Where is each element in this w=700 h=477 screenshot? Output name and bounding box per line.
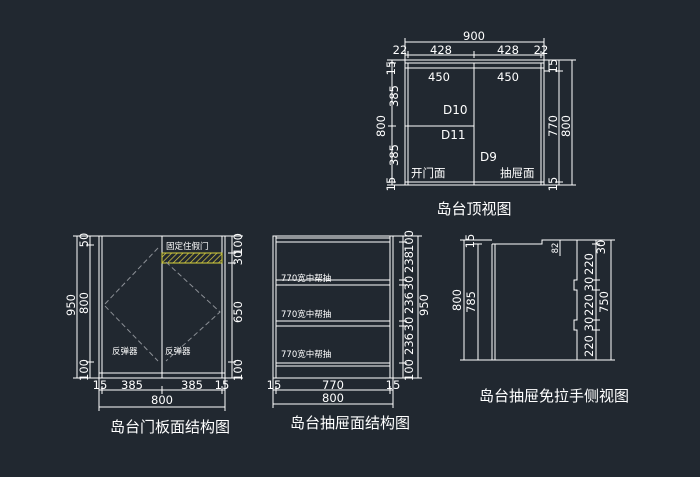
drawer-view-texts: 770宽中帮抽 770宽中帮抽 770宽中帮抽 100 238 30 236 3… (267, 230, 431, 432)
top-right-770: 770 (546, 115, 560, 137)
door-bottom-15-right: 15 (215, 378, 230, 392)
drawer-bottom-770: 770 (322, 378, 344, 392)
top-right-800: 800 (559, 115, 573, 137)
side-notch-82: 82 (551, 243, 561, 254)
top-dim-450-left: 450 (428, 70, 450, 84)
drawer-right-238: 238 (402, 251, 416, 273)
drawer-right-236-a: 236 (402, 292, 416, 314)
side-view (460, 239, 615, 361)
top-view-title: 岛台顶视图 (436, 200, 511, 218)
top-dim-428-right: 428 (497, 43, 519, 57)
door-view-title: 岛台门板面结构图 (110, 418, 230, 436)
door-view-texts: 50 800 950 100 100 30 650 100 固定住假门 反弹器 … (64, 233, 245, 436)
drawer-top-rail (275, 237, 391, 243)
drawer-width-800: 800 (322, 391, 344, 405)
side-left-15: 15 (463, 234, 477, 249)
door-bottom-385-left: 385 (121, 378, 143, 392)
side-right-220-c: 220 (582, 335, 596, 357)
drawer-view (272, 235, 422, 408)
drawer-label-3: 770宽中帮抽 (281, 349, 331, 360)
door-width-800: 800 (151, 393, 173, 407)
top-dim-428-left: 428 (430, 43, 452, 57)
top-width-900: 900 (463, 29, 485, 43)
side-right-30-b: 30 (582, 317, 596, 332)
drawer-bottom-15-right: 15 (386, 378, 401, 392)
label-drawer-side: 抽屉面 (500, 166, 535, 180)
label-door-side: 开门面 (411, 166, 446, 180)
top-dim-450-right: 450 (497, 70, 519, 84)
door-right-100-bottom: 100 (231, 359, 245, 381)
label-rebound-right: 反弹器 (165, 346, 191, 357)
drawer-label-2: 770宽中帮抽 (281, 309, 331, 320)
label-d11: D11 (441, 128, 466, 142)
drawer-label-1: 770宽中帮抽 (281, 273, 331, 284)
door-bottom-15-left: 15 (93, 378, 108, 392)
label-rebound-left: 反弹器 (112, 346, 138, 357)
top-dim-22-left: 22 (393, 43, 408, 57)
top-left-800: 800 (374, 115, 388, 137)
door-right-650: 650 (231, 301, 245, 323)
door-bottom-385-right: 385 (181, 378, 203, 392)
door-left-800: 800 (77, 292, 91, 314)
drawer-right-30-b: 30 (402, 317, 416, 332)
side-left-800: 800 (450, 289, 464, 311)
drawer-height-950: 950 (417, 294, 431, 316)
drawer-view-title: 岛台抽屉面结构图 (290, 414, 410, 432)
side-view-texts: 15 800 785 82 30 220 30 220 30 220 750 岛… (450, 234, 629, 405)
door-left-50: 50 (77, 233, 91, 248)
side-right-30-top: 30 (594, 240, 608, 255)
door-right-100-top: 100 (231, 233, 245, 255)
top-dim-22-right: 22 (534, 43, 549, 57)
drawer-right-30-a: 30 (402, 276, 416, 291)
top-view-texts: 900 22 428 428 22 450 450 15 385 800 385… (374, 29, 573, 218)
label-fixed-false-door: 固定住假门 (166, 241, 209, 252)
false-door-strip (161, 252, 223, 264)
side-left-785: 785 (464, 291, 478, 313)
side-right-220-a: 220 (582, 253, 596, 275)
drawer-right-100-top: 100 (402, 230, 416, 252)
top-right-15-top: 15 (546, 59, 560, 74)
side-profile (491, 239, 578, 361)
door-view (73, 235, 243, 411)
drawer-right-100-bottom: 100 (402, 359, 416, 381)
label-d10: D10 (443, 103, 468, 117)
drawer-right-236-b: 236 (402, 333, 416, 355)
top-left-15-bottom: 15 (384, 177, 398, 192)
label-d9: D9 (480, 150, 497, 164)
door-left-100: 100 (77, 359, 91, 381)
door-left-950: 950 (64, 294, 78, 316)
door-right-30: 30 (231, 251, 245, 266)
top-left-15-top: 15 (384, 61, 398, 76)
side-right-220-b: 220 (582, 294, 596, 316)
top-left-385-upper: 385 (387, 85, 401, 107)
top-view (387, 38, 576, 186)
side-right-30-a: 30 (582, 277, 596, 292)
drawer-outline (272, 235, 394, 379)
side-view-title: 岛台抽屉免拉手侧视图 (479, 387, 629, 405)
drawer-bottom-15-left: 15 (267, 378, 282, 392)
top-left-385-lower: 385 (387, 144, 401, 166)
side-right-750: 750 (597, 291, 611, 313)
top-right-15-bottom: 15 (546, 177, 560, 192)
